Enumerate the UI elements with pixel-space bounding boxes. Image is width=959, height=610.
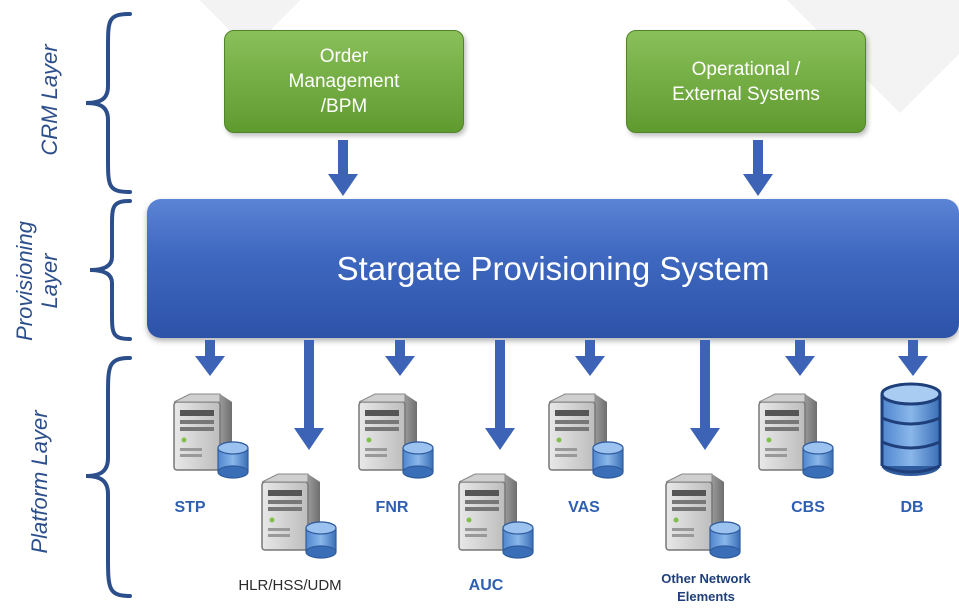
other-elements-server-icon <box>662 470 742 560</box>
arrow-down-icon <box>294 340 324 450</box>
provisioning-layer-label-line1: Provisioning <box>12 221 37 341</box>
arrow-down-icon <box>195 340 225 376</box>
database-icon <box>880 382 942 476</box>
arrow-down-icon <box>485 340 515 450</box>
vas-label: VAS <box>568 499 600 516</box>
cbs-server-icon <box>755 390 835 480</box>
order-management-label: Order Management /BPM <box>288 46 400 117</box>
order-management-box: Order Management /BPM <box>224 30 464 133</box>
platform-brace-icon <box>85 356 132 598</box>
cbs-label: CBS <box>791 499 825 516</box>
hlr-label: HLR/HSS/UDM <box>238 577 342 594</box>
vas-server-icon <box>545 390 625 480</box>
provisioning-layer-label-line2: Layer <box>37 253 62 309</box>
auc-server-icon <box>455 470 535 560</box>
arrow-down-icon <box>328 140 358 196</box>
db-label: DB <box>900 499 924 516</box>
arrow-down-icon <box>385 340 415 376</box>
crm-brace-icon <box>85 12 132 194</box>
operational-systems-box: Operational / External Systems <box>626 30 866 133</box>
arrow-down-icon <box>785 340 815 376</box>
hlr-server-icon <box>258 470 338 560</box>
crm-layer-label: CRM Layer <box>37 44 62 156</box>
stp-server-icon <box>170 390 250 480</box>
provisioning-system-bar: Stargate Provisioning System <box>147 199 959 338</box>
operational-systems-label: Operational / External Systems <box>672 58 820 105</box>
arrow-down-icon <box>575 340 605 376</box>
provisioning-brace-icon <box>89 199 132 341</box>
platform-layer-label: Platform Layer <box>27 410 52 554</box>
provisioning-layer-label: Provisioning Layer <box>12 196 62 366</box>
provisioning-system-label: Stargate Provisioning System <box>336 249 770 287</box>
arrow-down-icon <box>898 340 928 376</box>
arrow-down-icon <box>743 140 773 196</box>
fnr-server-icon <box>355 390 435 480</box>
auc-label: AUC <box>468 577 504 594</box>
arrow-down-icon <box>690 340 720 450</box>
fnr-label: FNR <box>375 499 409 516</box>
other-elements-label: Other Network Elements <box>661 571 751 604</box>
stp-label: STP <box>174 499 206 516</box>
